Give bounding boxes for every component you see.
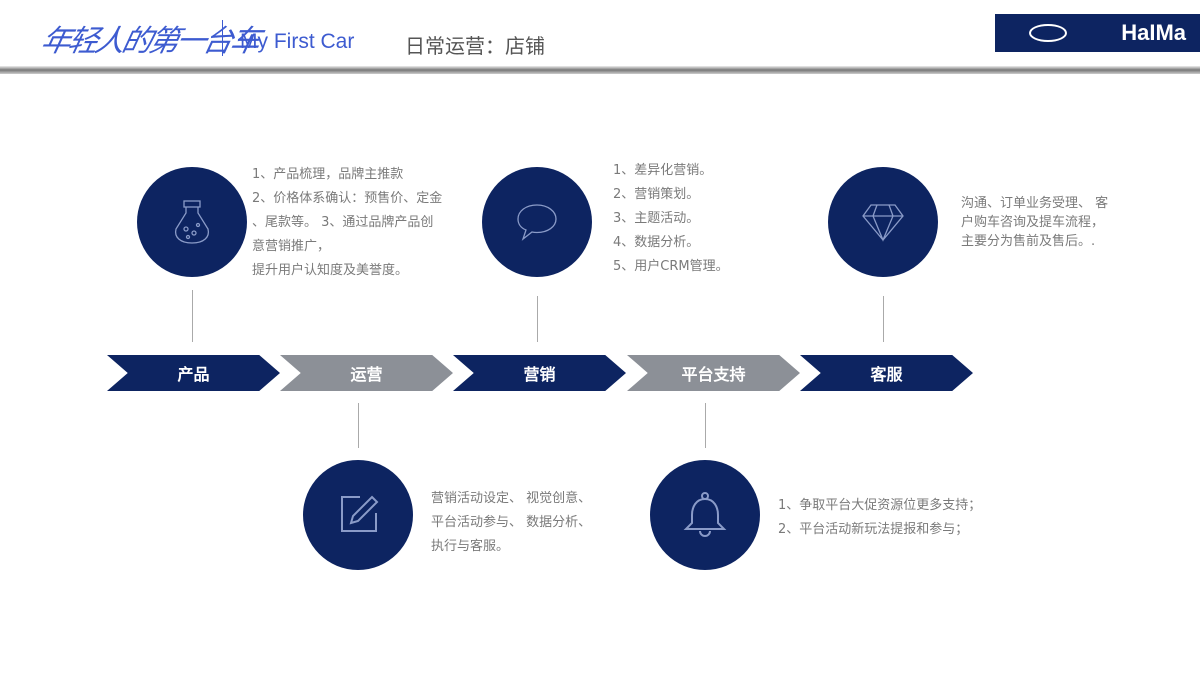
connector xyxy=(537,296,538,342)
chat-bubble-icon xyxy=(482,167,592,277)
text-line: 户购车咨询及提车流程， xyxy=(961,215,1105,230)
text-line: 2、营销策划。 xyxy=(613,187,700,202)
connector xyxy=(192,290,193,342)
logo-script: 年轻人的第一台车 xyxy=(37,24,261,59)
step-arrow-operation: 运营 xyxy=(280,355,453,391)
emblem-icon xyxy=(1029,24,1067,42)
text-line: 5、用户CRM管理。 xyxy=(613,259,729,274)
step-arrow-marketing: 营销 xyxy=(453,355,626,391)
step-label: 营销 xyxy=(523,365,556,384)
text-line: 3、主题活动。 xyxy=(613,211,700,226)
text-line: 4、数据分析。 xyxy=(613,235,700,250)
connector xyxy=(358,403,359,448)
divider xyxy=(222,20,223,56)
text-line: 沟通、订单业务受理、 客 xyxy=(961,196,1109,211)
step-label: 产品 xyxy=(177,365,210,384)
platform-description: 1、争取平台大促资源位更多支持； 2、平台活动新玩法提报和参与； xyxy=(778,494,981,542)
text-line: 执行与客服。 xyxy=(431,539,510,554)
step-label: 客服 xyxy=(870,365,903,384)
step-label: 平台支持 xyxy=(681,365,746,384)
text-line: 主要分为售前及售后。. xyxy=(961,234,1096,249)
brand-name: HaIMa xyxy=(1121,20,1186,45)
step-arrow-service: 客服 xyxy=(800,355,973,391)
page-title: 日常运营：店铺 xyxy=(405,34,545,58)
text-line: 、尾款等。 3、通过品牌产品创 xyxy=(252,215,434,230)
jar-icon xyxy=(137,167,247,277)
text-line: 营销活动设定、 视觉创意、 xyxy=(431,491,592,506)
step-arrow-product: 产品 xyxy=(107,355,280,391)
bell-icon xyxy=(650,460,760,570)
text-line: 意营销推广， xyxy=(252,239,331,254)
subtitle: My First Car xyxy=(240,30,355,53)
text-line: 1、差异化营销。 xyxy=(613,163,713,178)
text-line: 2、价格体系确认：预售价、定金 xyxy=(252,191,443,206)
connector xyxy=(705,403,706,448)
connector xyxy=(883,296,884,342)
text-line: 1、产品梳理，品牌主推款 xyxy=(252,167,404,182)
text-line: 提升用户认知度及美誉度。 xyxy=(252,263,409,278)
diamond-icon xyxy=(828,167,938,277)
step-label: 运营 xyxy=(350,365,383,384)
text-line: 平台活动参与、 数据分析、 xyxy=(431,515,592,530)
service-description: 沟通、订单业务受理、 客 户购车咨询及提车流程， 主要分为售前及售后。. xyxy=(961,194,1108,251)
step-arrow-platform: 平台支持 xyxy=(627,355,800,391)
header-bar xyxy=(0,66,1200,74)
brand-logo: HaIMa xyxy=(995,14,1200,52)
text-line: 1、争取平台大促资源位更多支持； xyxy=(778,498,982,513)
product-description: 1、产品梳理，品牌主推款 2、价格体系确认：预售价、定金 、尾款等。 3、通过品… xyxy=(252,163,442,283)
marketing-description: 1、差异化营销。 2、营销策划。 3、主题活动。 4、数据分析。 5、用户CRM… xyxy=(613,159,729,279)
edit-icon xyxy=(303,460,413,570)
text-line: 2、平台活动新玩法提报和参与； xyxy=(778,522,969,537)
operation-description: 营销活动设定、 视觉创意、 平台活动参与、 数据分析、 执行与客服。 xyxy=(431,487,591,559)
